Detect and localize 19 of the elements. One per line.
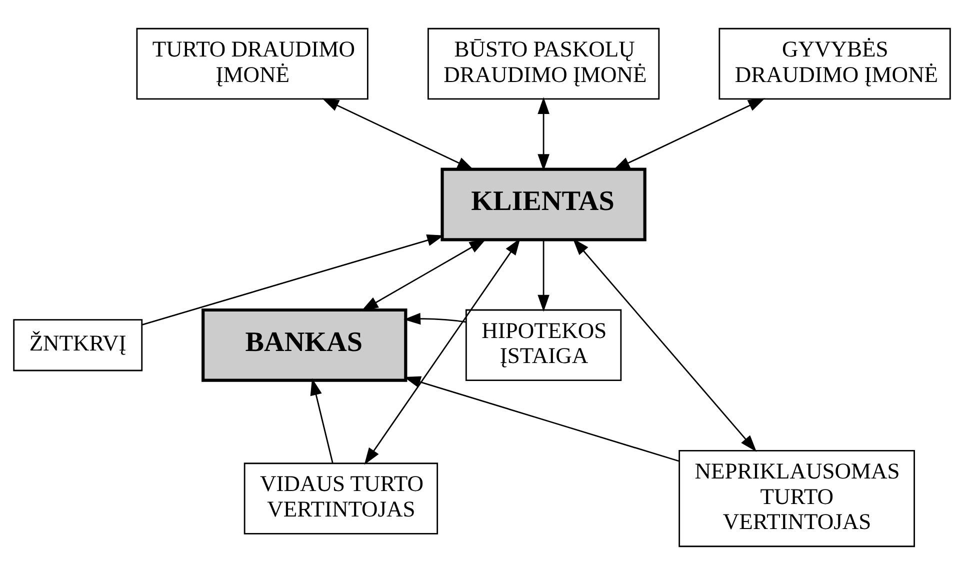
node-box: TURTO DRAUDIMO ĮMONĖ: [136, 27, 368, 100]
arrow: [538, 239, 550, 312]
node-box: BŪSTO PASKOLŲ DRAUDIMO ĮMONĖ: [427, 27, 660, 100]
node-box: NEPRIKLAUSOMAS TURTO VERTINTOJAS: [678, 450, 915, 547]
arrow: [404, 376, 680, 462]
node-box: KLIENTAS: [440, 167, 646, 241]
arrow: [404, 312, 466, 324]
node-box: GYVYBĖS DRAUDIMO ĮMONĖ: [718, 27, 951, 100]
arrow: [322, 98, 474, 170]
node-box: VIDAUS TURTO VERTINTOJAS: [244, 462, 438, 534]
arrow: [364, 238, 520, 464]
arrow: [142, 234, 444, 325]
arrow: [361, 238, 486, 310]
node-box: HIPOTEKOS ĮSTAIGA: [465, 308, 622, 381]
node-box: BANKAS: [202, 308, 408, 382]
arrow: [310, 378, 334, 463]
node-box: ŽNTKRVĮ: [13, 318, 143, 371]
arrow: [538, 96, 550, 171]
arrow: [612, 98, 766, 170]
